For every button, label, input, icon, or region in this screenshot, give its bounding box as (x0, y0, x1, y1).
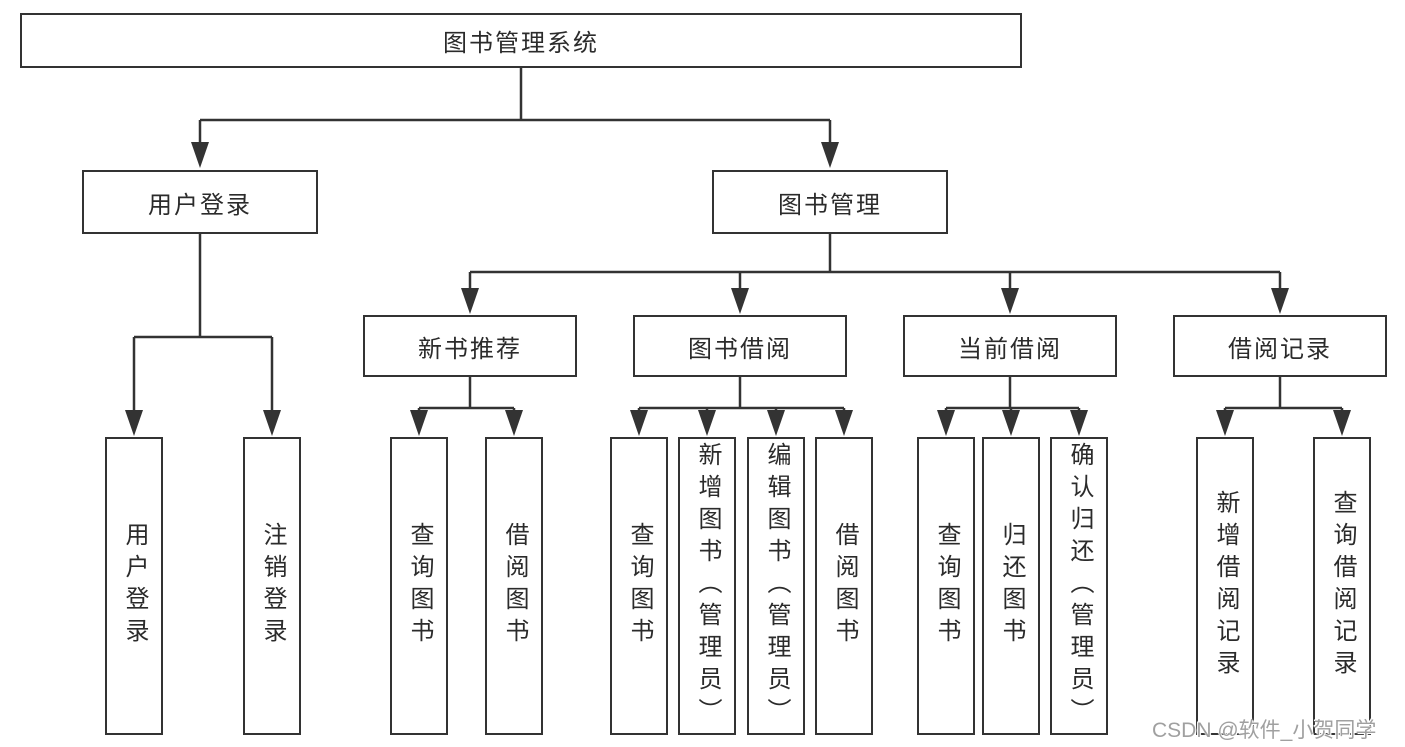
arrow-down-icon (1070, 410, 1088, 436)
leaf-logout-label: 注销登录 (259, 522, 286, 650)
connector-book-management (468, 234, 1282, 290)
node-root-label: 图书管理系统 (443, 30, 599, 57)
node-book-management-label: 图书管理 (778, 191, 882, 219)
leaf-borrow-books-label: 借阅图书 (831, 522, 858, 650)
arrow-down-icon (1216, 410, 1234, 436)
arrow-down-icon (1002, 410, 1020, 436)
leaf-confirm-return-admin: 确认归还（管理员） (1050, 437, 1108, 735)
node-current-borrow-label: 当前借阅 (958, 335, 1062, 363)
connector-borrow-records (1223, 377, 1344, 413)
leaf-borrow-books-recommend-label: 借阅图书 (501, 522, 528, 650)
arrow-down-icon (1271, 288, 1289, 314)
leaf-edit-book-admin: 编辑图书（管理员） (747, 437, 805, 735)
connector-book-borrow (637, 377, 846, 413)
arrow-down-icon (731, 288, 749, 314)
arrow-down-icon (630, 410, 648, 436)
leaf-add-borrow-record: 新增借阅记录 (1196, 437, 1254, 735)
node-current-borrow: 当前借阅 (903, 315, 1117, 377)
arrow-down-icon (1001, 288, 1019, 314)
leaf-return-book: 归还图书 (982, 437, 1040, 735)
node-book-borrow-label: 图书借阅 (688, 335, 792, 363)
connector-current-borrow (944, 377, 1081, 413)
node-book-management: 图书管理 (712, 170, 948, 234)
arrowheads (125, 142, 1351, 436)
arrow-down-icon (698, 410, 716, 436)
leaf-query-books-borrow-label: 查询图书 (626, 522, 653, 650)
connector-new-book-recommend (417, 377, 516, 413)
connector-user-login (132, 234, 274, 414)
csdn-watermark: CSDN @软件_小贺同学 (1152, 719, 1377, 742)
arrow-down-icon (937, 410, 955, 436)
leaf-confirm-return-admin-label: 确认归还（管理员） (1066, 442, 1093, 730)
arrow-down-icon (821, 142, 839, 168)
arrow-down-icon (191, 142, 209, 168)
arrow-down-icon (125, 410, 143, 436)
leaf-query-books-current-label: 查询图书 (933, 522, 960, 650)
leaf-return-book-label: 归还图书 (998, 522, 1025, 650)
leaf-borrow-books-recommend: 借阅图书 (485, 437, 543, 735)
leaf-user-login: 用户登录 (105, 437, 163, 735)
arrow-down-icon (410, 410, 428, 436)
leaf-borrow-books: 借阅图书 (815, 437, 873, 735)
node-root: 图书管理系统 (20, 13, 1022, 68)
node-book-borrow: 图书借阅 (633, 315, 847, 377)
leaf-query-borrow-record: 查询借阅记录 (1313, 437, 1371, 735)
leaf-query-books-borrow: 查询图书 (610, 437, 668, 735)
node-borrow-records: 借阅记录 (1173, 315, 1387, 377)
leaf-edit-book-admin-label: 编辑图书（管理员） (763, 442, 790, 730)
leaf-query-books-recommend-label: 查询图书 (406, 522, 433, 650)
node-borrow-records-label: 借阅记录 (1228, 335, 1332, 363)
node-new-book-recommend-label: 新书推荐 (418, 335, 522, 363)
node-user-login: 用户登录 (82, 170, 318, 234)
leaf-query-books-current: 查询图书 (917, 437, 975, 735)
arrow-down-icon (263, 410, 281, 436)
arrow-down-icon (767, 410, 785, 436)
leaf-user-login-label: 用户登录 (121, 522, 148, 650)
node-new-book-recommend: 新书推荐 (363, 315, 577, 377)
arrow-down-icon (835, 410, 853, 436)
leaf-add-book-admin: 新增图书（管理员） (678, 437, 736, 735)
leaf-query-borrow-record-label: 查询借阅记录 (1329, 490, 1356, 682)
connector-root (198, 68, 832, 146)
leaf-query-books-recommend: 查询图书 (390, 437, 448, 735)
leaf-add-borrow-record-label: 新增借阅记录 (1212, 490, 1239, 682)
node-user-login-label: 用户登录 (148, 191, 252, 219)
arrow-down-icon (1333, 410, 1351, 436)
leaf-logout: 注销登录 (243, 437, 301, 735)
arrow-down-icon (505, 410, 523, 436)
arrow-down-icon (461, 288, 479, 314)
leaf-add-book-admin-label: 新增图书（管理员） (694, 442, 721, 730)
